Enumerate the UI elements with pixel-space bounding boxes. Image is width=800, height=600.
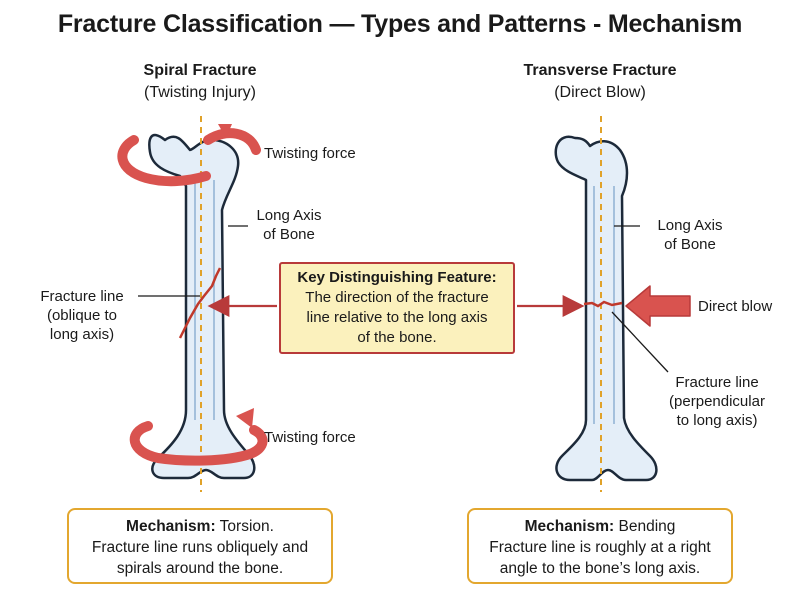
right-fracture-line — [583, 300, 623, 308]
left-mechanism-line: spirals around the bone. — [116, 560, 284, 577]
key-feature-box: Key Distinguishing Feature: The directio… — [279, 262, 515, 354]
left-fracture-label: Fracture line (oblique to long axis) — [40, 288, 124, 343]
right-mechanism-line: Fracture line is roughly at a right — [489, 539, 711, 556]
right-axis-label: Long Axis of Bone — [657, 217, 723, 253]
left-twist-bottom-label: Twisting force — [264, 429, 356, 446]
direct-blow-label: Direct blow — [698, 298, 773, 315]
key-feature-line: The direction of the fracture — [305, 289, 489, 306]
key-feature-line: of the bone. — [357, 329, 437, 346]
left-bottom-twist-arrow — [129, 408, 268, 466]
right-mechanism-type: Bending — [618, 518, 676, 535]
left-subheading: (Twisting Injury) — [143, 84, 257, 101]
left-mechanism-line: Fracture line runs obliquely and — [91, 539, 309, 556]
left-axis-label: Long Axis of Bone — [256, 207, 322, 243]
right-mechanism-box: Mechanism: Bending Fracture line is roug… — [467, 508, 733, 584]
left-fracture-line — [178, 267, 222, 339]
page-title: Fracture Classification — Types and Patt… — [57, 10, 743, 38]
left-top-twist-arrow — [117, 124, 261, 187]
left-mechanism-head: Mechanism: — [126, 518, 216, 535]
direct-blow-arrow — [625, 285, 691, 327]
left-heading: Spiral Fracture — [143, 62, 257, 79]
key-feature-line: line relative to the long axis — [306, 309, 488, 326]
left-mechanism-box: Mechanism: Torsion. Fracture line runs o… — [67, 508, 333, 584]
right-mechanism-line: angle to the bone’s long axis. — [499, 560, 701, 577]
right-mechanism-head: Mechanism: — [524, 518, 615, 535]
left-mechanism-type: Torsion. — [219, 518, 274, 535]
left-twist-top-label: Twisting force — [264, 145, 356, 162]
right-subheading: (Direct Blow) — [554, 84, 646, 101]
right-fracture-leader — [611, 311, 669, 373]
right-fracture-label: Fracture line (perpendicular to long axi… — [669, 374, 765, 429]
right-heading: Transverse Fracture — [523, 62, 677, 79]
key-feature-title: Key Distinguishing Feature: — [297, 269, 497, 286]
